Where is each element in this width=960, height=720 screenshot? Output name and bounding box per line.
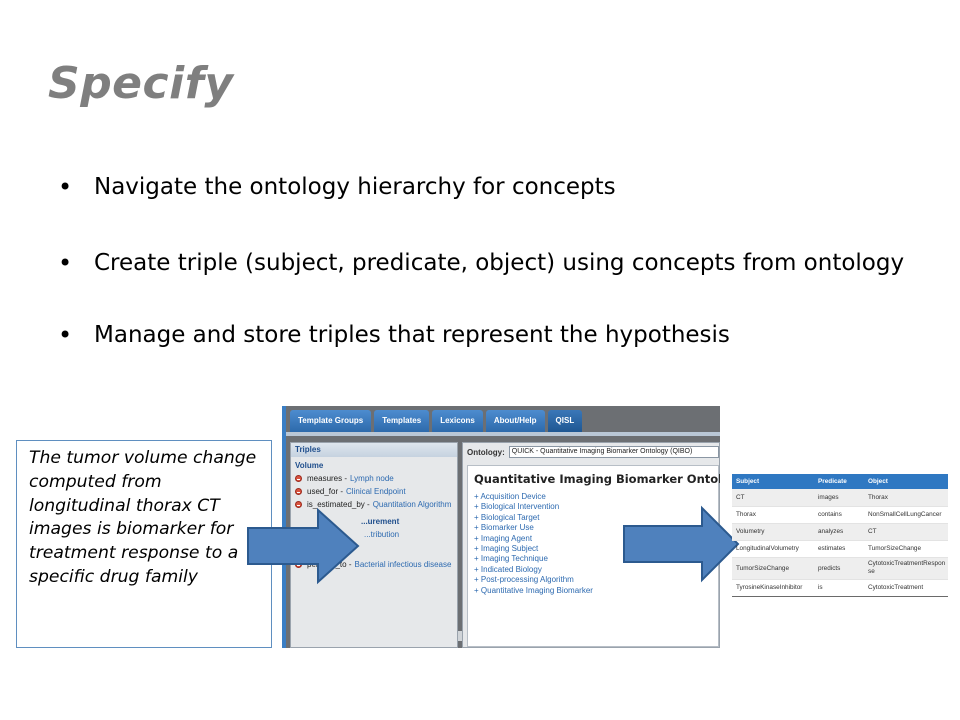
table-cell: CytotoxicTreatmentResponse [864,557,948,580]
table-cell: images [814,489,864,507]
table-cell: Thorax [864,489,948,507]
minus-icon[interactable] [295,475,302,482]
triple-object[interactable]: Clinical Endpoint [346,487,406,496]
table-cell: TumorSizeChange [732,557,814,580]
scrollbar[interactable] [458,631,462,641]
ontology-panel: Ontology: QUICK - Quantitative Imaging B… [462,442,720,648]
triple-row: is_estimated_by - Quantitation Algorithm [295,498,457,511]
triple-predicate: measures [307,474,343,483]
triple-table: Subject Predicate Object CT images Thora… [732,474,948,597]
slide-title: Specify [48,58,234,109]
triple-predicate: used_for [307,487,339,496]
callout-text: The tumor volume change computed from lo… [29,448,257,587]
triple-row: measures - Lymph node [295,472,457,485]
triple-group: Volume measures - Lymph node used_for - … [291,461,457,511]
bullet-item: Create triple (subject, predicate, objec… [58,248,938,278]
table-row: Thorax contains NonSmallCellLungCancer [732,506,948,524]
table-cell: Thorax [732,506,814,524]
ontology-item[interactable]: + Post-processing Algorithm [474,575,574,585]
ontology-item[interactable]: + Imaging Subject [474,543,539,553]
table-cell: TyrosineKinaseInhibitor [732,579,814,597]
ontology-item[interactable]: + Imaging Technique [474,554,548,564]
triple-object[interactable]: Lymph node [350,474,394,483]
right-arrow-icon [247,507,360,585]
ontology-item[interactable]: + Acquisition Device [474,492,546,501]
ontology-item[interactable]: + Quantitative Imaging Biomarker [474,585,593,595]
table-cell: TumorSizeChange [864,540,948,558]
column-header: Predicate [814,474,864,489]
triple-separator: - [338,487,344,496]
bullet-item: Manage and store triples that represent … [58,320,938,350]
triple-group-name: ...urement [361,517,400,526]
triple-separator: - [364,500,370,509]
right-arrow-icon [623,505,740,583]
triple-separator: - [346,560,352,569]
table-row: LongitudinalVolumetry estimates TumorSiz… [732,540,948,558]
triple-row: used_for - Clinical Endpoint [295,485,457,498]
callout-box: The tumor volume change computed from lo… [16,440,272,648]
table-cell: is [814,579,864,597]
table-cell: analyzes [814,523,864,541]
tab-lexicons[interactable]: Lexicons [432,410,483,432]
triple-separator: - [342,474,348,483]
table-cell: predicts [814,557,864,580]
tab-bar-underline [286,432,720,436]
tab-qisl[interactable]: QISL [547,410,583,432]
triple-object[interactable]: Bacterial infectious disease [354,560,452,569]
bullet-item: Navigate the ontology hierarchy for conc… [58,172,938,202]
tab-templates[interactable]: Templates [374,410,430,432]
table-cell: contains [814,506,864,524]
table-cell: LongitudinalVolumetry [732,540,814,558]
table-cell: NonSmallCellLungCancer [864,506,948,524]
table-row: Volumetry analyzes CT [732,523,948,541]
triple-object[interactable]: Quantitation Algorithm [372,500,452,509]
tab-about-help[interactable]: About/Help [485,410,545,432]
table-cell: CT [864,523,948,541]
table-row: CT images Thorax [732,489,948,507]
ontology-title: Quantitative Imaging Biomarker Ontology [474,472,720,486]
triple-row: ...tribution [361,528,457,541]
table-cell: Volumetry [732,523,814,541]
column-header: Subject [732,474,814,489]
table-cell: CT [732,489,814,507]
ontology-item[interactable]: + Biological Intervention [474,502,560,512]
ontology-select[interactable]: QUICK - Quantitative Imaging Biomarker O… [508,446,719,458]
bullet-list: Navigate the ontology hierarchy for conc… [58,172,938,396]
tab-template-groups[interactable]: Template Groups [290,410,372,432]
minus-icon[interactable] [295,488,302,495]
triple-object[interactable]: ...tribution [364,530,400,539]
table-row: TumorSizeChange predicts CytotoxicTreatm… [732,557,948,580]
ontology-item[interactable]: + Indicated Biology [474,564,542,574]
ontology-tree: Quantitative Imaging Biomarker Ontology … [467,465,720,647]
tab-bar: Template Groups Templates Lexicons About… [290,410,583,432]
table-row: TyrosineKinaseInhibitor is CytotoxicTrea… [732,579,948,597]
triple-group: ...urement ...tribution [291,517,457,541]
ontology-label: Ontology: [467,447,505,457]
ontology-item[interactable]: + Biological Target [474,512,540,522]
table-cell: CytotoxicTreatment [864,579,948,597]
minus-icon[interactable] [295,501,302,508]
app-screenshot: Template Groups Templates Lexicons About… [282,406,720,648]
table-header-row: Subject Predicate Object [732,474,948,489]
ontology-item[interactable]: + Imaging Agent [474,533,533,543]
ontology-item[interactable]: + Biomarker Use [474,523,534,533]
table-cell: estimates [814,540,864,558]
triple-group-name: Volume [295,461,324,470]
triples-panel-title: Triples [291,443,457,457]
column-header: Object [864,474,948,489]
ontology-bar: Ontology: QUICK - Quantitative Imaging B… [463,443,719,461]
triple-predicate: is_estimated_by [307,500,365,509]
